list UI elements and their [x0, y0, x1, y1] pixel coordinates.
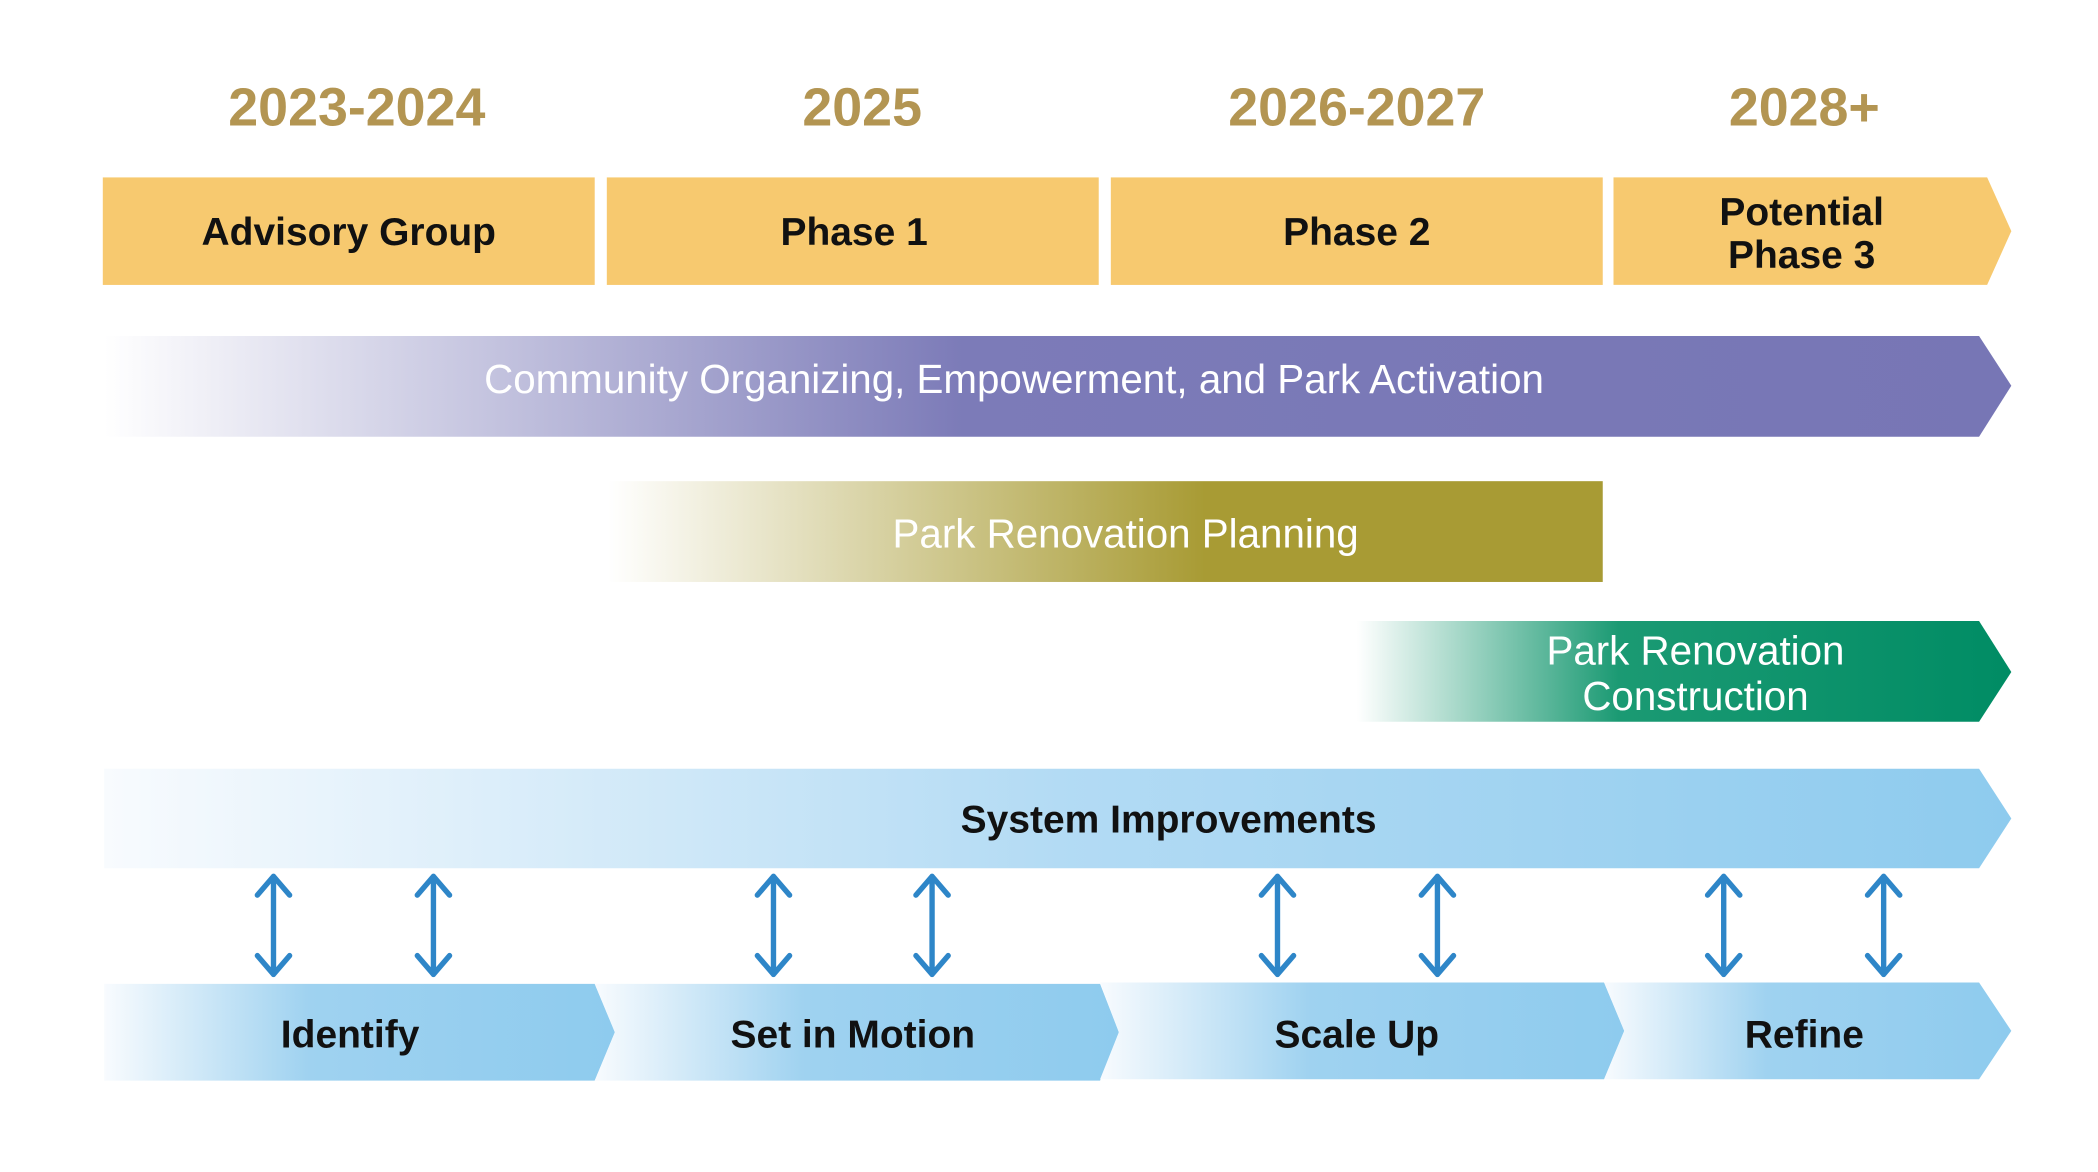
phase-row: Advisory Group Phase 1 Phase 2 Potential… [102, 177, 2012, 285]
year-2026-2027: 2026-2027 [1228, 78, 1485, 138]
park-renovation-construction-band: Park Renovation Construction [1356, 620, 2012, 722]
double-arrow-icon [1864, 873, 1903, 978]
double-arrow-icon [1704, 873, 1743, 978]
phase-label-3-line2: Phase 3 [1728, 234, 1875, 277]
double-arrows [254, 873, 1903, 978]
double-arrow-icon [1418, 873, 1457, 978]
stage-row: Identify Set in Motion Scale Up Refine [104, 982, 2012, 1081]
construction-band-label-line1: Park Renovation [1546, 628, 1844, 674]
system-improvements-band: System Improvements [104, 768, 2012, 869]
phase-label-2: Phase 2 [1283, 211, 1430, 254]
phase-label-3-line1: Potential [1719, 191, 1884, 234]
phase-box-1 [606, 177, 1099, 285]
double-arrow-icon [414, 873, 453, 978]
community-organizing-band: Community Organizing, Empowerment, and P… [104, 336, 2012, 437]
double-arrow-icon [254, 873, 293, 978]
stage-label-refine: Refine [1745, 1013, 1864, 1056]
double-arrow-icon [1258, 873, 1297, 978]
year-headers: 2023-2024 2025 2026-2027 2028+ [228, 78, 1880, 138]
year-2028-plus: 2028+ [1729, 78, 1880, 138]
phase-box-advisory [102, 177, 595, 285]
double-arrow-icon [913, 873, 951, 978]
phase-label-1: Phase 1 [780, 211, 927, 254]
year-2023-2024: 2023-2024 [228, 78, 485, 138]
year-2025: 2025 [802, 78, 922, 138]
stage-label-set-in-motion: Set in Motion [730, 1013, 975, 1056]
stage-label-identify: Identify [281, 1013, 420, 1056]
double-arrow-icon [754, 873, 793, 978]
construction-band-label-line2: Construction [1582, 673, 1808, 719]
community-band-label: Community Organizing, Empowerment, and P… [484, 356, 1544, 402]
stage-chevron-identify [104, 983, 615, 1081]
phase-box-3-arrow [1613, 177, 2012, 285]
stage-chevron-refine [1604, 982, 2012, 1080]
phase-label-advisory: Advisory Group [202, 211, 496, 254]
park-renovation-planning-band: Park Renovation Planning [608, 481, 1603, 582]
stage-label-scale-up: Scale Up [1274, 1013, 1439, 1056]
stage-chevron-set-in-motion [594, 983, 1119, 1081]
planning-band-label: Park Renovation Planning [893, 511, 1359, 557]
stage-chevron-scale-up [1100, 982, 1625, 1080]
system-band-label: System Improvements [961, 798, 1377, 841]
phase-box-2 [1110, 177, 1603, 285]
